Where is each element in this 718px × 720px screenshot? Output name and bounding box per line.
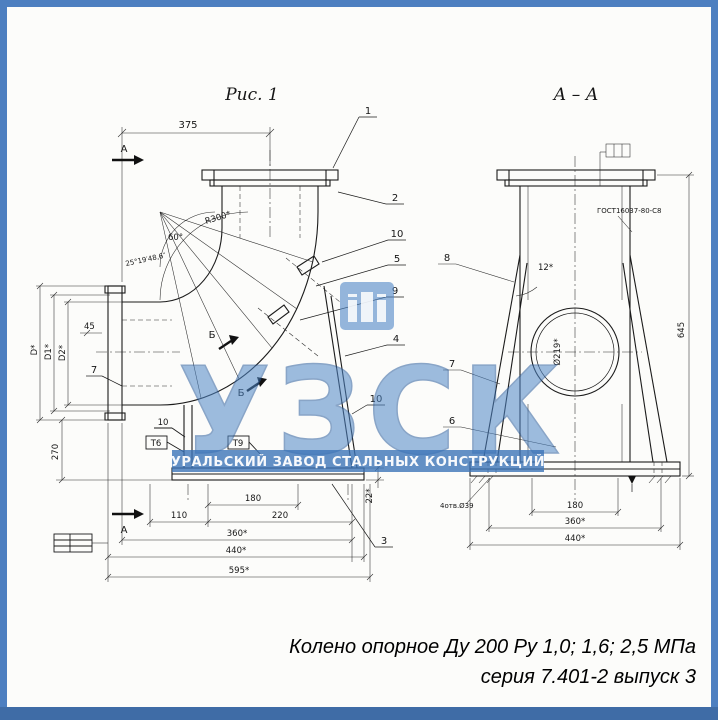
dim-22-label: 22*	[365, 488, 375, 503]
weld-note-10-label: 10	[158, 418, 169, 428]
section-markers	[112, 155, 267, 519]
callout-9-label: 9	[392, 286, 398, 297]
dim-holes-label: 4отв.Ø39	[440, 502, 474, 510]
dim-440-label: 440*	[226, 546, 246, 556]
dim-645-label: 645	[677, 322, 687, 338]
caption-line1: Колено опорное Ду 200 Ру 1,0; 1,6; 2,5 М…	[289, 636, 696, 658]
dim-110-label: 110	[171, 511, 187, 521]
dim-180-label: 180	[245, 494, 261, 504]
dim-360r-label: 360*	[565, 517, 585, 527]
dim-180r-label: 180	[567, 501, 583, 511]
callout-8-label: 8	[444, 253, 450, 264]
callout-6-label: 6	[449, 416, 455, 427]
watermark: УЗСК УРАЛЬСКИЙ ЗАВОД СТАЛЬНЫХ КОНСТРУКЦИ…	[171, 282, 561, 483]
dim-375-label: 375	[178, 120, 197, 131]
drawing-caption: Колено опорное Ду 200 Ру 1,0; 1,6; 2,5 М…	[289, 632, 696, 692]
datum-symbol	[628, 476, 636, 484]
callout-1-label: 1	[365, 106, 371, 117]
weld-ref-t6-label: Т6	[150, 439, 162, 449]
section-title: А – А	[552, 85, 598, 105]
dim-220-label: 220	[272, 511, 288, 521]
callout-7-label: 7	[91, 365, 97, 376]
frame-border-right	[711, 0, 718, 720]
callout-2-label: 2	[392, 193, 398, 204]
right-view-thin-lines	[438, 143, 694, 550]
dim-D2-label: D2*	[58, 345, 68, 361]
frame-border-top	[0, 0, 718, 7]
watermark-banner	[172, 450, 544, 472]
view-marker-b1: Б	[209, 330, 216, 341]
callout-4-label: 4	[393, 334, 399, 345]
callout-10a-label: 10	[391, 229, 404, 240]
dim-D1-label: D1*	[44, 344, 54, 360]
dim-595-label: 595*	[229, 566, 249, 576]
watermark-banner-text: УРАЛЬСКИЙ ЗАВОД СТАЛЬНЫХ КОНСТРУКЦИЙ	[171, 454, 545, 470]
weld-spec-label: ГОСТ16037-80-С8	[597, 207, 662, 215]
left-view-thin-lines	[36, 127, 384, 582]
callout-10b-label: 10	[370, 394, 383, 405]
callout-5-label: 5	[394, 254, 400, 265]
watermark-building-icon	[348, 292, 386, 322]
weld-ref-t9-label: Т9	[232, 439, 244, 449]
section-marker-a-bottom: А	[121, 525, 128, 536]
dim-hole-219-label: Ø219*	[552, 338, 563, 365]
caption-line2: серия 7.401-2 выпуск 3	[480, 666, 696, 688]
dim-45-label: 45	[84, 322, 95, 332]
callout-3-label: 3	[381, 536, 387, 547]
frame-footer-bar	[0, 707, 718, 720]
dim-angle-small-label: 25°19′48,6″	[125, 252, 167, 268]
left-callout-leaders	[86, 116, 406, 548]
dim-12deg-label: 12*	[538, 263, 553, 273]
dim-270-label: 270	[51, 444, 61, 460]
dim-360-label: 360*	[227, 529, 247, 539]
left-view-linework	[104, 169, 365, 481]
dim-angle-60-label: 60°	[168, 233, 183, 243]
view-marker-b2: Б	[238, 388, 245, 399]
dim-440r-label: 440*	[565, 534, 585, 544]
figure-title: Рис. 1	[224, 85, 279, 105]
frame-border-left	[0, 0, 7, 720]
section-marker-a-top: А	[121, 144, 128, 155]
callout-7r-label: 7	[449, 359, 455, 370]
dim-D-label: D*	[30, 345, 40, 356]
